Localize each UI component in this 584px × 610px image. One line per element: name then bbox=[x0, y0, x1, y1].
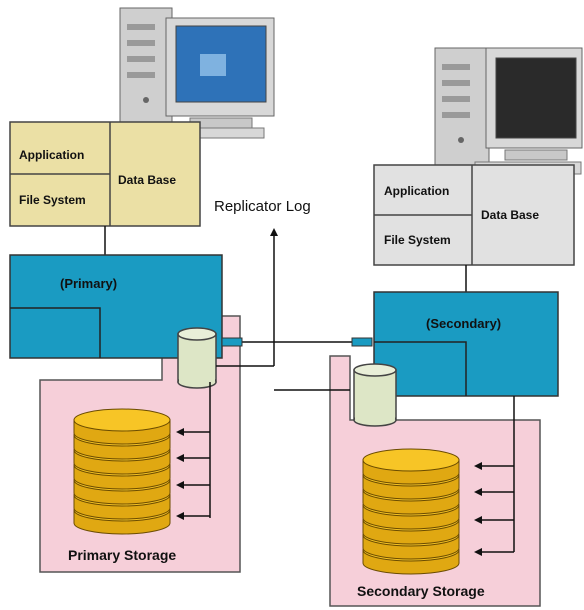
primary-disk-stack-icon bbox=[73, 408, 171, 535]
primary-storage-arrow bbox=[176, 481, 210, 489]
primary-database-label: Data Base bbox=[118, 173, 176, 187]
secondary-storage-arrow bbox=[474, 548, 514, 556]
primary-storage-arrow bbox=[176, 428, 210, 436]
secondary-storage-arrow bbox=[474, 488, 514, 496]
primary-disk-platter bbox=[73, 408, 171, 445]
replicator-log-label: Replicator Log bbox=[214, 198, 311, 215]
primary-log-volume-icon bbox=[177, 327, 217, 389]
secondary-computer-icon bbox=[434, 47, 583, 175]
primary-application-label: Application bbox=[19, 148, 84, 162]
secondary-disk-stack-icon bbox=[362, 448, 460, 575]
primary-storage-arrows bbox=[176, 428, 210, 520]
secondary-log-volume-icon bbox=[353, 363, 397, 427]
secondary-server-block bbox=[373, 291, 559, 397]
primary-file-system-label: File System bbox=[19, 193, 86, 207]
secondary-software-stack bbox=[373, 164, 575, 266]
primary-server-label: (Primary) bbox=[60, 276, 117, 291]
primary-replication-port bbox=[221, 337, 243, 347]
secondary-storage-arrows bbox=[474, 462, 514, 556]
secondary-disk-platter bbox=[362, 448, 460, 485]
secondary-storage-arrow bbox=[474, 516, 514, 524]
primary-storage-arrow bbox=[176, 512, 210, 520]
primary-computer-icon bbox=[119, 7, 275, 139]
primary-storage-label: Primary Storage bbox=[68, 547, 176, 563]
secondary-storage-arrow bbox=[474, 462, 514, 470]
secondary-database-label: Data Base bbox=[481, 208, 539, 222]
secondary-replication-port bbox=[351, 337, 373, 347]
secondary-application-label: Application bbox=[384, 184, 449, 198]
secondary-storage-label: Secondary Storage bbox=[357, 583, 485, 599]
secondary-server-label: (Secondary) bbox=[426, 316, 501, 331]
primary-storage-arrow bbox=[176, 454, 210, 462]
secondary-file-system-label: File System bbox=[384, 233, 451, 247]
primary-software-stack bbox=[9, 121, 201, 227]
